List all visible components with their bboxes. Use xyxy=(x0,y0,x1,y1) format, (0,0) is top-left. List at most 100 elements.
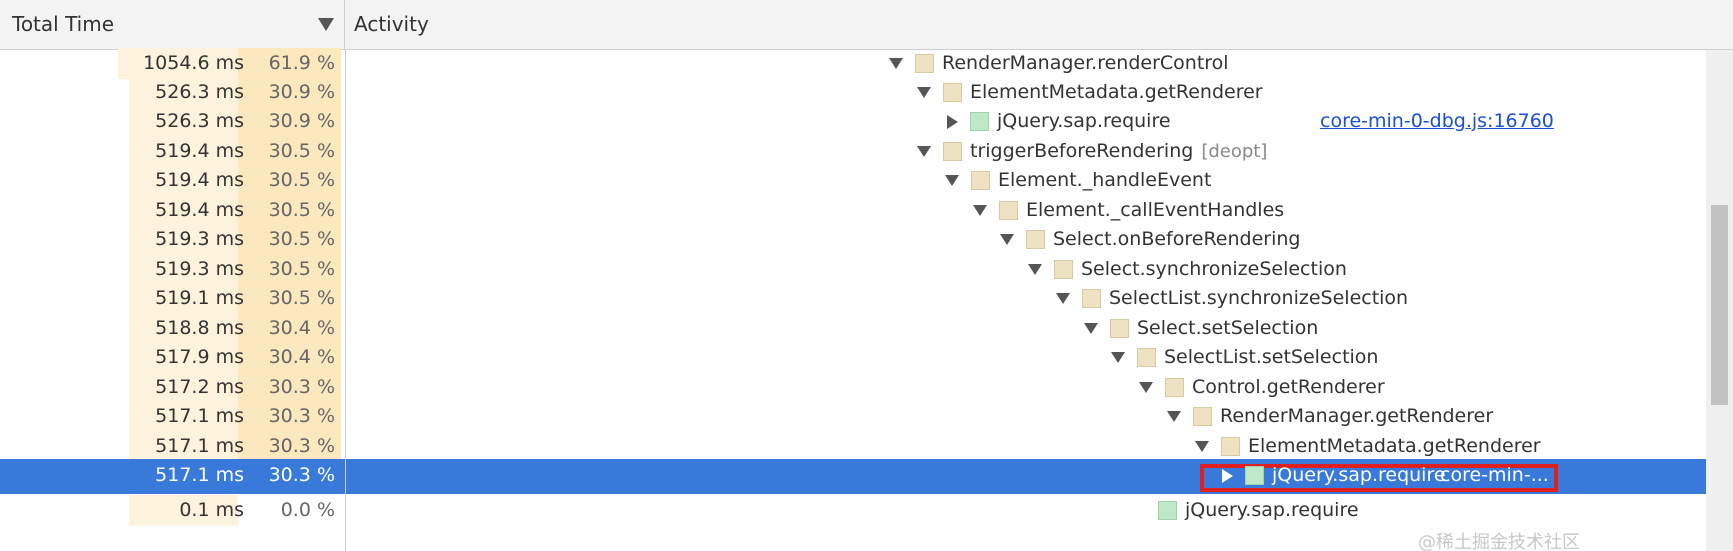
collapse-triangle-icon[interactable] xyxy=(947,114,958,129)
tree-row-selected[interactable]: 517.1 ms 30.3 % jQuery.sap.require core-… xyxy=(0,459,1733,494)
time-cell: 526.3 ms 30.9 % xyxy=(0,76,345,109)
expand-triangle-icon[interactable] xyxy=(1000,234,1014,245)
percent-bar xyxy=(238,136,341,167)
total-time-percent: 30.5 % xyxy=(268,199,335,221)
activity-name: RenderManager.getRenderer xyxy=(1220,405,1494,427)
total-time-value: 519.3 ms xyxy=(155,228,244,250)
time-cell: 517.1 ms 30.3 % xyxy=(0,400,345,433)
total-time-percent: 30.5 % xyxy=(268,140,335,162)
tree-row[interactable]: 526.3 ms 30.9 % ElementMetadata.getRende… xyxy=(0,76,1733,109)
expand-triangle-icon[interactable] xyxy=(973,205,987,216)
activity-category-icon xyxy=(1221,437,1240,456)
expand-triangle-icon[interactable] xyxy=(1111,352,1125,363)
activity-cell: SelectList.synchronizeSelection xyxy=(1056,282,1408,315)
tree-row[interactable]: 519.3 ms 30.5 % Select.synchronizeSelect… xyxy=(0,253,1733,286)
time-cell: 519.3 ms 30.5 % xyxy=(0,223,345,256)
activity-name: Select.synchronizeSelection xyxy=(1081,258,1347,280)
expand-triangle-icon[interactable] xyxy=(1139,382,1153,393)
activity-cell: jQuery.sap.require xyxy=(1158,494,1359,527)
expand-triangle-icon[interactable] xyxy=(1084,323,1098,334)
source-link[interactable]: core-min-... xyxy=(1440,464,1549,486)
activity-category-icon xyxy=(1082,289,1101,308)
activity-cell: RenderManager.renderControl xyxy=(889,47,1229,80)
activity-cell: ElementMetadata.getRenderer xyxy=(1195,430,1541,463)
percent-bar xyxy=(238,313,341,344)
expand-triangle-icon[interactable] xyxy=(1167,411,1181,422)
activity-cell: jQuery.sap.require xyxy=(1222,459,1446,492)
total-time-value: 517.9 ms xyxy=(155,346,244,368)
activity-cell: Element._handleEvent xyxy=(945,164,1211,197)
percent-bar xyxy=(238,77,341,108)
expand-triangle-icon[interactable] xyxy=(917,87,931,98)
total-time-percent: 30.5 % xyxy=(268,169,335,191)
source-link[interactable]: core-min-0-dbg.js:16760 xyxy=(1320,110,1554,132)
activity-category-icon xyxy=(1110,319,1129,338)
time-cell: 0.1 ms 0.0 % xyxy=(0,494,345,527)
time-cell: 1054.6 ms 61.9 % xyxy=(0,47,345,80)
total-time-value: 526.3 ms xyxy=(155,110,244,132)
total-time-percent: 0.0 % xyxy=(280,499,335,521)
total-time-column-header[interactable]: Total Time xyxy=(0,0,345,49)
activity-category-icon xyxy=(970,112,989,131)
activity-name: Select.onBeforeRendering xyxy=(1053,228,1301,250)
activity-name: ElementMetadata.getRenderer xyxy=(1248,435,1541,457)
percent-bar xyxy=(238,48,341,79)
total-time-value: 519.4 ms xyxy=(155,169,244,191)
percent-bar xyxy=(238,431,341,462)
total-time-percent: 30.3 % xyxy=(268,405,335,427)
tree-row[interactable]: 519.4 ms 30.5 % triggerBeforeRendering[d… xyxy=(0,135,1733,168)
sort-descending-icon[interactable] xyxy=(318,18,334,31)
activity-cell: jQuery.sap.require xyxy=(947,105,1171,138)
tree-row[interactable]: 0.1 ms 0.0 % jQuery.sap.require xyxy=(0,494,1733,527)
activity-category-icon xyxy=(1165,378,1184,397)
activity-column-header[interactable]: Activity xyxy=(346,0,1733,49)
tree-row[interactable]: 517.2 ms 30.3 % Control.getRenderer xyxy=(0,371,1733,404)
activity-category-icon xyxy=(1193,407,1212,426)
expand-triangle-icon[interactable] xyxy=(1056,293,1070,304)
expand-triangle-icon[interactable] xyxy=(917,146,931,157)
tree-row[interactable]: 526.3 ms 30.9 % jQuery.sap.require core-… xyxy=(0,105,1733,138)
time-bar xyxy=(129,313,238,344)
activity-name: jQuery.sap.require xyxy=(997,110,1171,132)
tree-row[interactable]: 1054.6 ms 61.9 % RenderManager.renderCon… xyxy=(0,47,1733,80)
activity-category-icon xyxy=(943,83,962,102)
activity-cell: RenderManager.getRenderer xyxy=(1167,400,1493,433)
scrollbar-thumb[interactable] xyxy=(1711,205,1728,405)
tree-row[interactable]: 517.1 ms 30.3 % RenderManager.getRendere… xyxy=(0,400,1733,433)
expand-triangle-icon[interactable] xyxy=(1028,264,1042,275)
expand-triangle-icon[interactable] xyxy=(889,58,903,69)
percent-bar xyxy=(238,372,341,403)
tree-row[interactable]: 519.4 ms 30.5 % Element._handleEvent xyxy=(0,164,1733,197)
tree-row[interactable]: 517.1 ms 30.3 % ElementMetadata.getRende… xyxy=(0,430,1733,463)
time-cell: 517.9 ms 30.4 % xyxy=(0,341,345,374)
tree-row[interactable]: 519.1 ms 30.5 % SelectList.synchronizeSe… xyxy=(0,282,1733,315)
activity-category-icon xyxy=(943,142,962,161)
total-time-percent: 30.9 % xyxy=(268,110,335,132)
time-cell: 517.1 ms 30.3 % xyxy=(0,430,345,463)
expand-triangle-icon[interactable] xyxy=(1195,441,1209,452)
percent-bar xyxy=(238,165,341,196)
expand-triangle-icon[interactable] xyxy=(945,175,959,186)
tree-row[interactable]: 517.9 ms 30.4 % SelectList.setSelection xyxy=(0,341,1733,374)
time-cell: 519.4 ms 30.5 % xyxy=(0,135,345,168)
activity-cell: SelectList.setSelection xyxy=(1111,341,1378,374)
time-cell: 519.3 ms 30.5 % xyxy=(0,253,345,286)
total-time-value: 519.4 ms xyxy=(155,199,244,221)
total-time-value: 0.1 ms xyxy=(179,499,244,521)
tree-row[interactable]: 519.3 ms 30.5 % Select.onBeforeRendering xyxy=(0,223,1733,256)
tree-row[interactable]: 518.8 ms 30.4 % Select.setSelection xyxy=(0,312,1733,345)
activity-category-icon xyxy=(999,201,1018,220)
total-time-value: 518.8 ms xyxy=(155,317,244,339)
time-cell: 518.8 ms 30.4 % xyxy=(0,312,345,345)
tree-row[interactable]: 519.4 ms 30.5 % Element._callEventHandle… xyxy=(0,194,1733,227)
activity-cell: Select.synchronizeSelection xyxy=(1028,253,1347,286)
total-time-percent: 30.5 % xyxy=(268,258,335,280)
collapse-triangle-icon[interactable] xyxy=(1222,468,1233,483)
activity-cell: triggerBeforeRendering[deopt] xyxy=(917,135,1267,168)
total-time-percent: 30.3 % xyxy=(268,376,335,398)
vertical-scrollbar[interactable] xyxy=(1706,50,1733,551)
call-tree: 1054.6 ms 61.9 % RenderManager.renderCon… xyxy=(0,47,1733,551)
percent-bar xyxy=(238,254,341,285)
column-divider xyxy=(345,50,346,551)
